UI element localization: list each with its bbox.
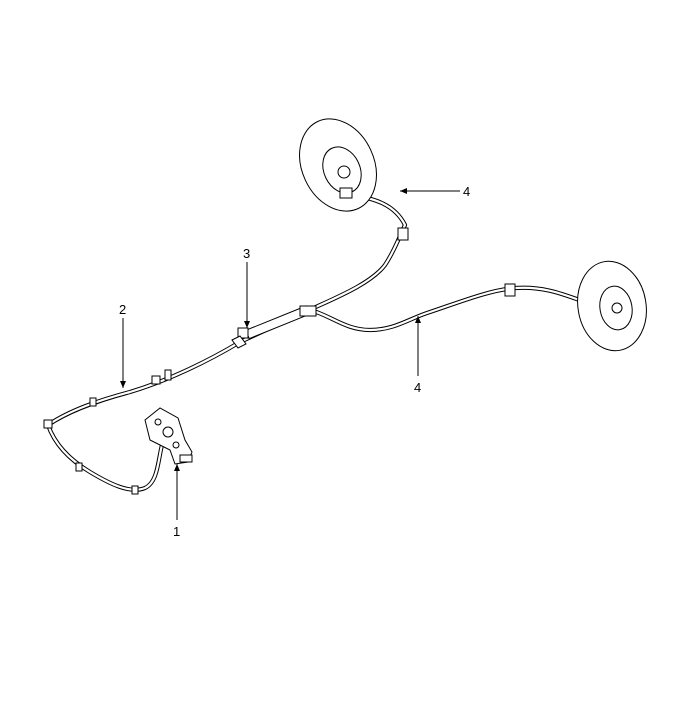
svg-text:3: 3 [243,246,250,261]
svg-text:2: 2 [119,302,126,317]
brake-backing-plate-upper [299,118,377,212]
brake-disc-right [577,260,647,352]
svg-text:4: 4 [463,184,470,199]
svg-text:1: 1 [173,524,180,539]
callout-1: 1 [173,464,180,539]
callout-3: 3 [243,246,250,328]
svg-text:4: 4 [414,380,421,395]
callout-4-lower: 4 [414,316,421,395]
parking-brake-pedal-assembly [144,407,193,465]
cable-assembly [43,192,588,495]
callout-4-upper: 4 [400,184,470,199]
callout-2: 2 [119,302,126,388]
